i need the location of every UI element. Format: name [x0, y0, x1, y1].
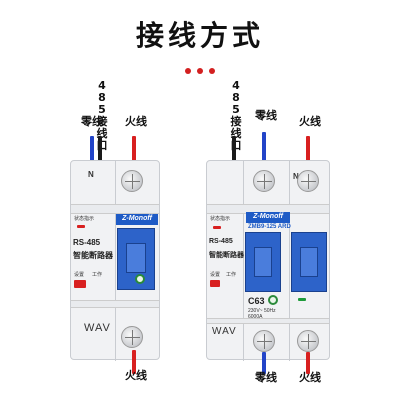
left-label-port: 485接线口: [96, 79, 108, 152]
right-work-label: 工作: [226, 272, 237, 278]
divider-dots: [0, 68, 400, 74]
right-label-neutral: 零线: [255, 109, 277, 122]
left-neutral-wire: [90, 136, 94, 166]
left-wav-label: WAV: [84, 322, 111, 334]
right-neutral-wire-top: [262, 132, 266, 172]
right-label-bottom-neutral: 零线: [255, 371, 277, 384]
left-breaker-handle[interactable]: [117, 228, 155, 290]
left-rs485-label: RS-485: [73, 238, 101, 247]
left-top-screw-icon: [121, 170, 143, 192]
left-indicator-icon: [135, 274, 145, 284]
left-product-label: 智能断路器: [73, 251, 113, 260]
left-indicator-label: 状态指示: [74, 216, 95, 222]
left-work-label: 工作: [92, 272, 103, 278]
right-live-wire-bottom: [306, 352, 310, 374]
right-top-screw-2-icon: [297, 170, 319, 192]
left-settings-label: 设置: [74, 272, 85, 278]
left-label-live: 火线: [125, 115, 147, 128]
right-indicator-label: 状态指示: [210, 216, 231, 222]
left-terminal-n: N: [88, 170, 94, 179]
right-status-led-icon: [213, 226, 221, 229]
left-label-bottom-live: 火线: [125, 369, 147, 382]
left-live-wire-bottom: [132, 350, 136, 374]
left-bottom-screw-icon: [121, 326, 143, 348]
right-indicator-icon: [268, 295, 278, 305]
right-rating-label: C63: [248, 296, 265, 306]
left-status-led-icon: [77, 225, 85, 228]
right-product-label: 智能断路器: [209, 252, 244, 259]
left-set-button[interactable]: [74, 280, 86, 288]
right-rs485-label: RS-485: [209, 238, 233, 245]
right-brand-logo: Z-Monoff: [246, 212, 290, 223]
right-live-wire-top: [306, 136, 310, 168]
left-label-neutral: 零线: [81, 115, 103, 128]
right-label-live: 火线: [299, 115, 321, 128]
right-breaker-handle-1[interactable]: [245, 232, 281, 292]
right-wav-label: WAV: [212, 326, 237, 337]
right-breaker-handle-2[interactable]: [291, 232, 327, 292]
right-bottom-screw-1-icon: [253, 330, 275, 352]
right-bottom-screw-2-icon: [297, 330, 319, 352]
right-specs-label: 230V~ 50Hz 6000A: [248, 308, 276, 320]
right-label-port: 485接线口: [230, 79, 242, 152]
right-green-led-icon: [298, 298, 306, 301]
right-model-label: ZMB9-125 ARD: [248, 224, 291, 230]
right-set-button[interactable]: [210, 280, 220, 287]
right-label-bottom-live: 火线: [299, 371, 321, 384]
left-brand-logo: Z-Monoff: [116, 214, 158, 225]
left-live-wire-top: [132, 136, 136, 168]
left-signal-wire: [98, 136, 102, 166]
right-terminal-n: N: [293, 172, 299, 181]
page-title: 接线方式: [135, 19, 264, 52]
right-settings-label: 设置: [210, 272, 221, 278]
right-neutral-wire-bottom: [262, 352, 266, 374]
right-signal-wire: [232, 136, 236, 172]
right-top-screw-1-icon: [253, 170, 275, 192]
